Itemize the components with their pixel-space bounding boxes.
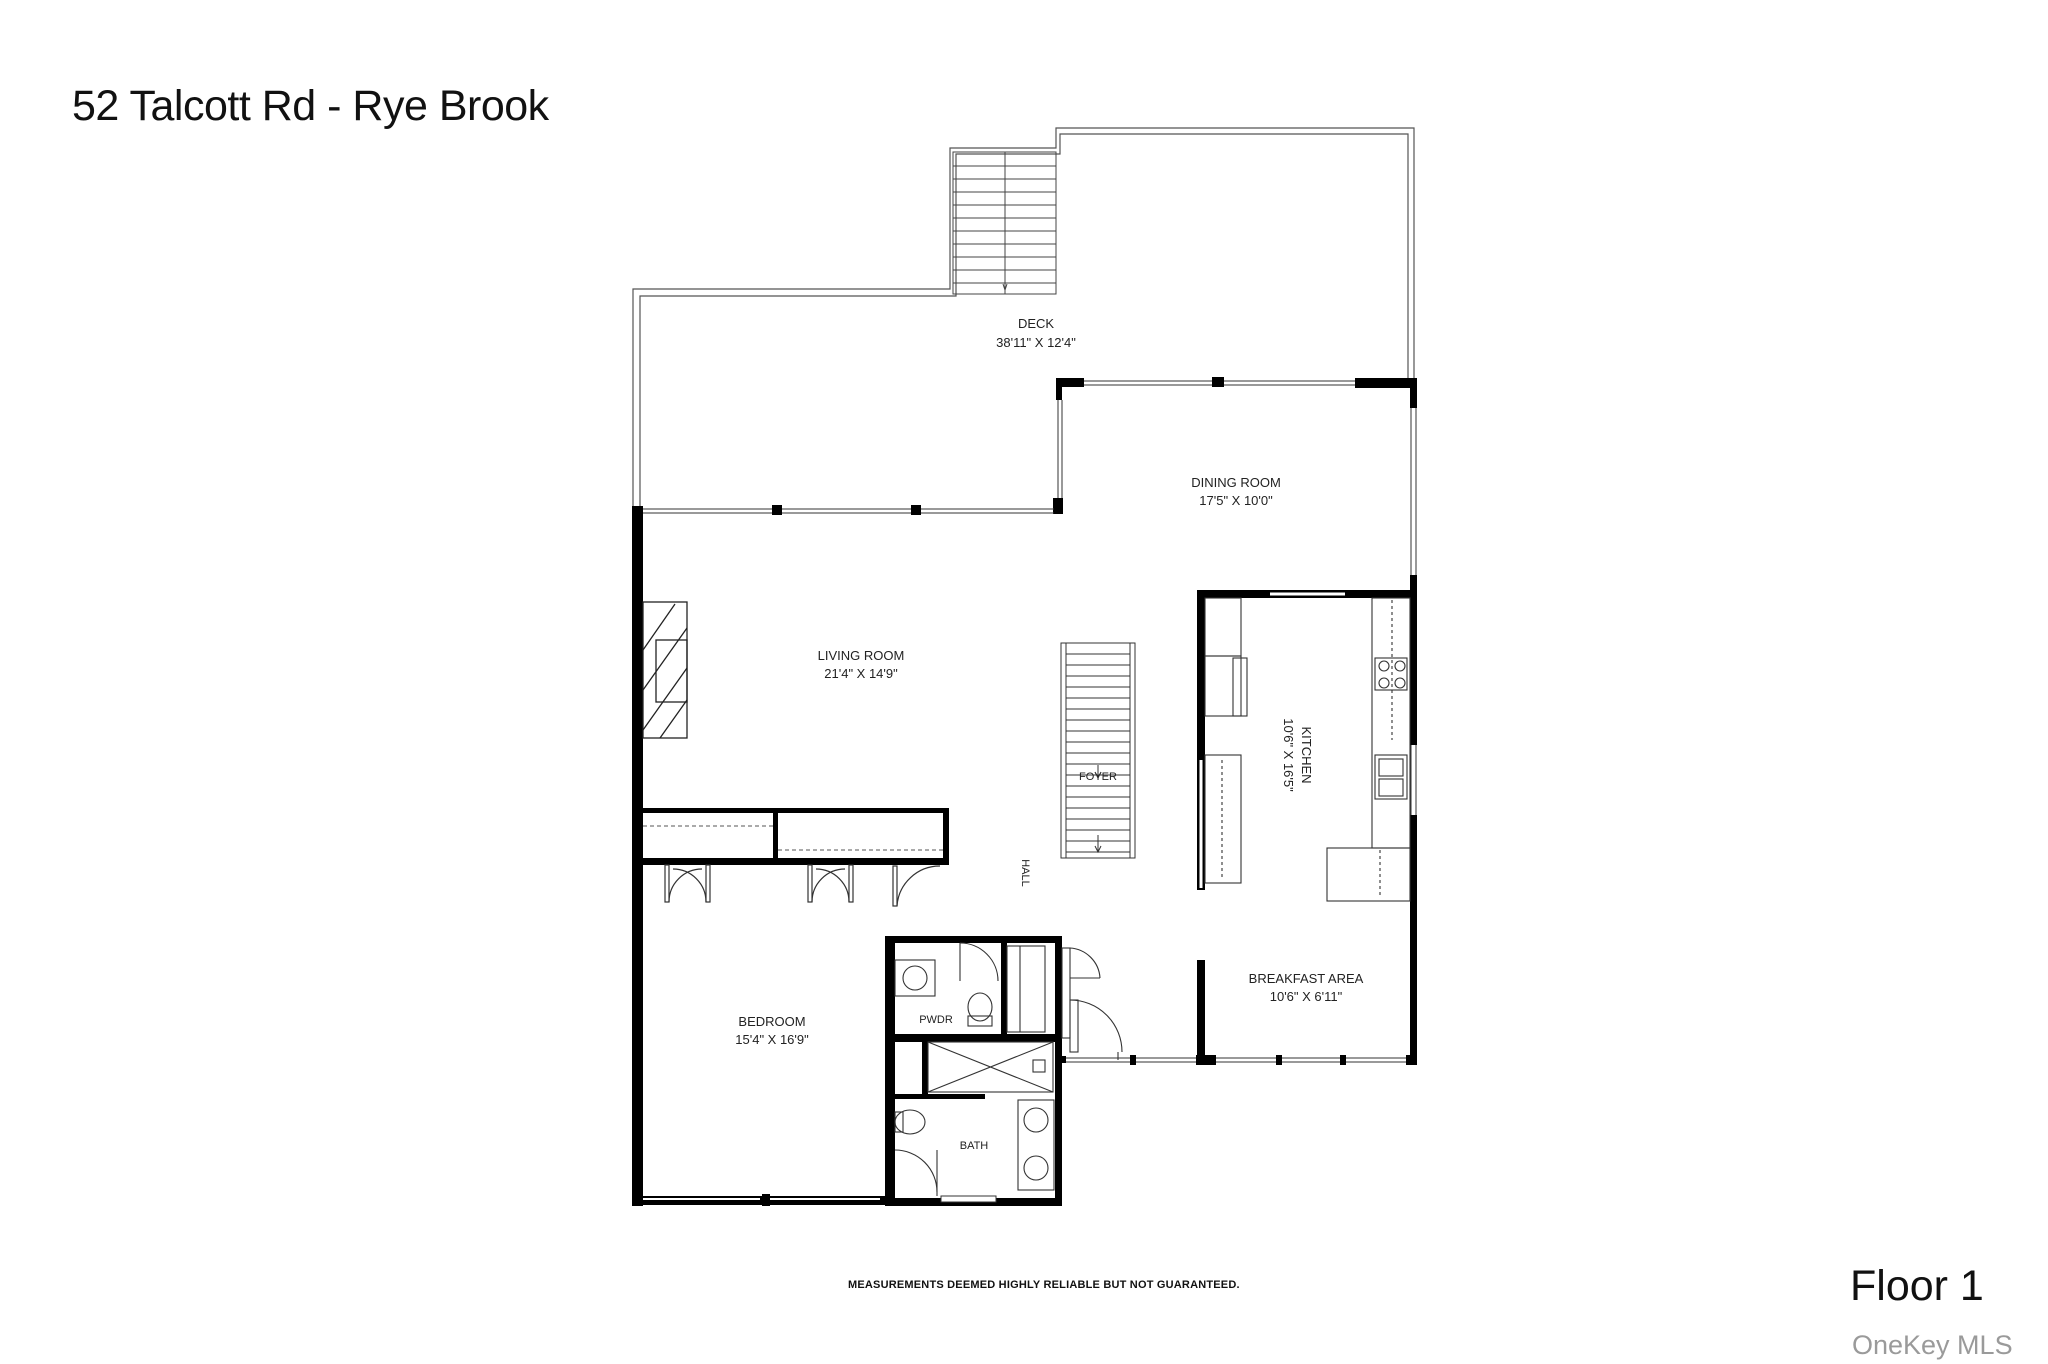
closet-doors	[664, 864, 941, 907]
disclaimer-text: MEASUREMENTS DEEMED HIGHLY RELIABLE BUT …	[848, 1279, 1240, 1291]
dining-label: DINING ROOM	[1191, 475, 1281, 490]
west-wall	[632, 506, 643, 1206]
living-dims: 21'4" X 14'9"	[824, 666, 898, 681]
kitchen-fixtures	[1204, 597, 1411, 902]
dining-left-wall	[1053, 378, 1063, 514]
bath-label: BATH	[960, 1140, 989, 1152]
hall-label: HALL	[1019, 859, 1031, 887]
dining-dims: 17'5" X 10'0"	[1199, 493, 1273, 508]
living-label: LIVING ROOM	[818, 648, 905, 663]
bath-block	[885, 936, 1062, 1206]
breakfast-dims: 10'6" X 6'11"	[1270, 989, 1343, 1004]
bath-fixtures	[894, 1041, 1055, 1196]
bedroom-walls	[632, 1194, 887, 1206]
fireplace	[642, 601, 688, 739]
entry-wall	[1056, 1056, 1066, 1063]
kitchen-walls	[1197, 590, 1417, 1065]
south-wall-windows	[1066, 1055, 1417, 1065]
foyer-label: FOYER	[1079, 771, 1117, 783]
living-top-wall	[632, 505, 1054, 515]
pwdr-fixtures	[894, 942, 1046, 1033]
deck-stairs	[952, 151, 1057, 295]
foyer-stairs	[1060, 642, 1136, 859]
bedroom-dims: 15'4" X 16'9"	[735, 1032, 809, 1047]
kitchen-label: KITCHEN	[1299, 726, 1314, 783]
foyer-entry	[1061, 947, 1123, 1060]
page-title: 52 Talcott Rd - Rye Brook	[72, 82, 549, 130]
floor-label: Floor 1	[1850, 1262, 1984, 1310]
dining-right-wall	[1410, 378, 1417, 593]
deck-label: DECK	[1018, 316, 1054, 331]
watermark: OneKey MLS	[1852, 1330, 2013, 1360]
closet-wall	[643, 808, 949, 865]
deck-dims: 38'11" X 12'4"	[996, 335, 1076, 350]
deck-outline	[632, 127, 1415, 507]
dining-top-wall	[1056, 377, 1415, 388]
bedroom-label: BEDROOM	[738, 1014, 805, 1029]
breakfast-label: BREAKFAST AREA	[1249, 971, 1364, 986]
pwdr-label: PWDR	[919, 1014, 953, 1026]
kitchen-dims: 10'6" X 16'5"	[1281, 718, 1296, 792]
room-labels: DECK 38'11" X 12'4" DINING ROOM 17'5" X …	[735, 316, 1363, 1152]
